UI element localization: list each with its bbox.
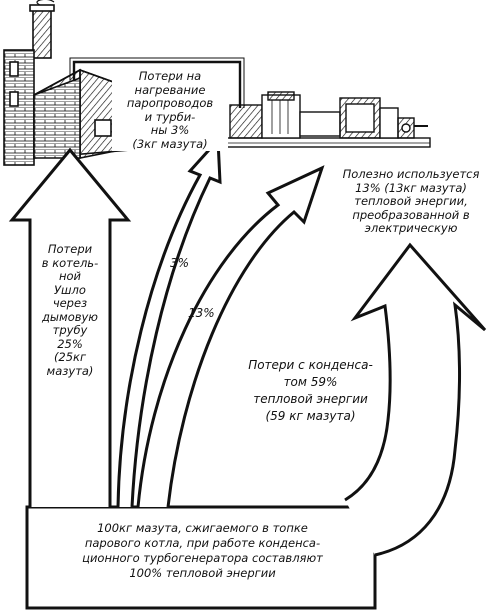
- boiler-loss-line: через: [52, 296, 88, 310]
- condenser-loss-line: том 59%: [283, 375, 338, 389]
- useful-energy-line: электрическую: [364, 221, 458, 235]
- total-energy-box: [25, 505, 377, 610]
- boiler-loss-line: Ушло: [54, 282, 86, 297]
- boiler-loss-line: дымовую: [41, 309, 98, 324]
- pipe-loss-percent: 3%: [170, 256, 190, 270]
- condenser-loss-arrow: [344, 242, 487, 557]
- boiler-loss-line: ной: [58, 269, 82, 283]
- boiler-house-illustration: [3, 0, 245, 166]
- boiler-loss-line: мазута): [46, 363, 94, 378]
- condenser-loss-line: Потери с конденса-: [248, 358, 373, 372]
- total-energy-line: ционного турбогенератора составляют: [82, 551, 323, 565]
- useful-energy-line: тепловой энергии,: [354, 194, 468, 208]
- pipe-loss-line: Потери на: [138, 69, 202, 83]
- pipe-loss-label: Потери на нагревание паропроводов и турб…: [112, 69, 228, 151]
- useful-energy-arrow: [136, 165, 325, 508]
- boiler-loss-line: (25кг: [53, 350, 87, 364]
- condenser-loss-line: (59 кг мазута): [265, 409, 356, 423]
- pipe-loss-line: и турби-: [144, 109, 196, 124]
- useful-energy-line: преобразованной в: [352, 207, 470, 222]
- pipe-loss-line: нагревание: [134, 82, 206, 97]
- boiler-loss-line: трубу: [52, 323, 88, 337]
- total-energy-line: 100кг мазута, сжигаемого в топке: [97, 521, 308, 535]
- total-energy-line: 100% тепловой энергии: [129, 566, 276, 580]
- condenser-loss-label: Потери с конденса- том 59% тепловой энер…: [238, 357, 383, 425]
- condenser-loss-line: тепловой энергии: [253, 392, 368, 406]
- pipe-loss-line: паропроводов: [126, 96, 214, 110]
- total-energy-line: парового котла, при работе конденса-: [84, 536, 321, 550]
- useful-energy-percent: 13%: [188, 306, 215, 320]
- boiler-loss-label: Потери в котель- ной Ушло через дымовую …: [34, 242, 106, 378]
- useful-energy-line: 13% (13кг мазута): [355, 180, 467, 195]
- boiler-loss-line: Потери: [47, 242, 93, 256]
- useful-energy-line: Полезно используется: [342, 167, 480, 181]
- boiler-loss-line: 25%: [57, 336, 83, 351]
- turbogenerator-illustration: [199, 91, 431, 148]
- pipe-loss-line: ны 3%: [150, 123, 190, 137]
- pipe-loss-line: (3кг мазута): [132, 136, 208, 151]
- boiler-loss-line: в котель-: [41, 255, 99, 270]
- useful-energy-label: Полезно используется 13% (13кг мазута) т…: [336, 167, 486, 236]
- total-energy-label: 100кг мазута, сжигаемого в топке паровог…: [40, 521, 365, 581]
- boiler-loss-arrow: [8, 147, 132, 507]
